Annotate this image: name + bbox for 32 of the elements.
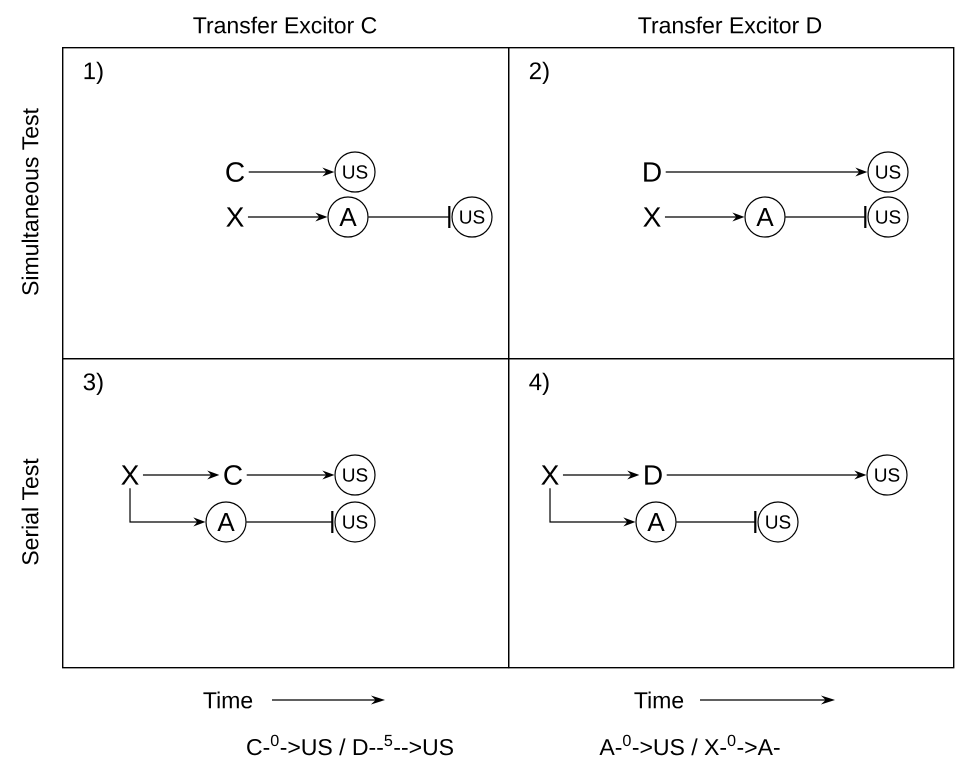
- stimulus-letter: D: [645, 465, 662, 485]
- stimulus-letter: X: [226, 207, 244, 227]
- stimulus-letter: X: [643, 207, 661, 227]
- stimulus-letter: C: [226, 162, 244, 182]
- column-heading: Transfer Excitor C: [193, 16, 376, 34]
- stimulus-letter: X: [541, 465, 559, 485]
- circle-node: A: [327, 196, 369, 238]
- stimulus-letter: X: [121, 465, 139, 485]
- stimulus-letter: C: [224, 465, 242, 485]
- caption-text: C-$^{0}$->US / D--$^{5}$-->US: [247, 734, 453, 756]
- circle-node: US: [866, 454, 908, 496]
- inhibition-line: [786, 206, 866, 228]
- circle-node: US: [334, 454, 376, 496]
- circle-node: US: [451, 196, 493, 238]
- column-heading: Transfer Excitor D: [638, 16, 822, 34]
- circle-node: A: [744, 196, 786, 238]
- circle-node: US: [867, 151, 909, 193]
- circle-node: US: [334, 151, 376, 193]
- axis-label: Time: [634, 692, 684, 708]
- circle-node: A: [635, 501, 677, 543]
- axis-label: Time: [203, 692, 252, 708]
- caption-text: A-$^{0}$->US / X-$^{0}$->A-: [599, 734, 780, 756]
- stimulus-letter: D: [644, 162, 661, 182]
- row-heading: Simultaneous Test: [22, 108, 38, 295]
- inhibition-line: [246, 511, 334, 533]
- inhibition-line: [368, 206, 450, 228]
- inhibition-line: [676, 511, 756, 533]
- row-heading: Serial Test: [22, 458, 38, 565]
- circle-node: A: [205, 501, 247, 543]
- circle-node: US: [334, 501, 376, 543]
- circle-node: US: [867, 196, 909, 238]
- circle-node: US: [757, 501, 799, 543]
